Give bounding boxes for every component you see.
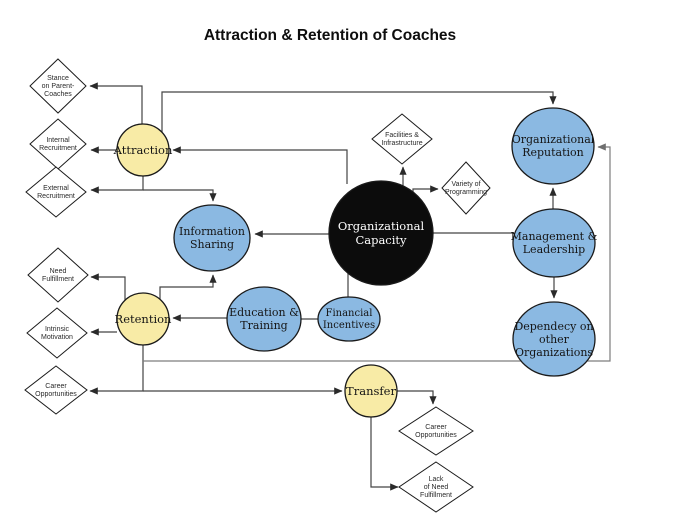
career-opportunities-left-label: Career	[45, 383, 67, 390]
information-sharing-label: Sharing	[190, 238, 234, 251]
page-title: Attraction & Retention of Coaches	[204, 27, 456, 44]
node-external-recruitment: External Recruitment	[25, 166, 87, 218]
career-opportunities-bottom-label: Opportunities	[415, 432, 457, 439]
stance-label: Coaches	[44, 91, 72, 98]
lack-need-diamond	[398, 461, 474, 513]
education-training-label: Training	[240, 319, 287, 332]
edge-retention-to-org-reputation	[143, 143, 611, 362]
organizational-reputation-label: Reputation	[522, 146, 584, 159]
edge-transfer-to-career-opportunities-bottom	[397, 390, 437, 405]
node-financial-incentives: Financial Incentives	[317, 296, 381, 342]
external-recruitment-diamond	[25, 166, 87, 218]
transfer-label: Transfer	[346, 384, 396, 398]
node-career-opportunities-left: Career Opportunities	[24, 365, 88, 415]
node-internal-recruitment: Internal Recruitment	[29, 118, 87, 170]
external-recruitment-label: External	[43, 185, 69, 192]
management-leadership-label: Management &	[511, 230, 598, 243]
edge-attraction-to-information-sharing	[143, 189, 217, 202]
organizational-reputation-circle	[511, 107, 595, 185]
organizational-reputation-label: Organizational	[512, 133, 595, 146]
stance-label: on Parent-	[42, 83, 75, 90]
financial-incentives-label: Incentives	[323, 320, 375, 331]
information-sharing-label: Information	[179, 225, 245, 238]
education-training-label: Education &	[229, 306, 299, 319]
variety-label: Programming	[445, 189, 487, 196]
stance-label: Stance	[47, 75, 69, 82]
lack-need-label: of Need	[424, 484, 449, 491]
facilities-label: Infrastructure	[381, 140, 422, 147]
internal-recruitment-label: Internal	[46, 137, 70, 144]
lack-need-label: Fulfillment	[420, 492, 452, 499]
node-need-fulfillment: Need Fulfillment	[27, 247, 89, 303]
edge-attraction-to-external-recruitment	[90, 176, 144, 194]
management-leadership-label: Leadership	[523, 243, 585, 256]
management-leadership-circle	[512, 208, 596, 278]
node-stance-parent-coaches: Stance on Parent- Coaches	[29, 58, 87, 114]
dependency-circle	[512, 301, 596, 377]
need-fulfillment-label: Fulfillment	[42, 276, 74, 283]
retention-label: Retention	[115, 312, 173, 326]
stance-diamond	[29, 58, 87, 114]
variety-diamond	[441, 161, 491, 215]
facilities-diamond	[371, 113, 433, 165]
intrinsic-motivation-label: Intrinsic	[45, 326, 70, 333]
career-opportunities-left-diamond	[24, 365, 88, 415]
dependency-label: other	[539, 333, 570, 346]
node-organizational-reputation: Organizational Reputation	[511, 107, 595, 185]
node-retention: Retention	[115, 292, 173, 346]
edge-retention-to-need-fulfillment	[90, 273, 126, 300]
edge-retention-to-information-sharing	[159, 274, 217, 299]
edge-org-capacity-to-variety	[412, 185, 439, 194]
node-information-sharing: Information Sharing	[173, 204, 251, 272]
node-management-leadership: Management & Leadership	[511, 208, 598, 278]
dependency-label: Dependecy on	[514, 320, 593, 333]
internal-recruitment-label: Recruitment	[39, 145, 77, 152]
education-training-circle	[226, 286, 302, 352]
edge-transfer-to-lack-need-fulfillment	[370, 417, 399, 491]
retention-circle	[116, 292, 170, 346]
node-intrinsic-motivation: Intrinsic Motivation	[26, 307, 88, 359]
node-transfer: Transfer	[344, 364, 398, 418]
node-facilities-infrastructure: Facilities & Infrastructure	[371, 113, 433, 165]
transfer-circle	[344, 364, 398, 418]
dependency-label: Organizations	[515, 346, 593, 359]
lack-need-label: Lack	[429, 476, 444, 483]
intrinsic-motivation-diamond	[26, 307, 88, 359]
attraction-label: Attraction	[113, 143, 173, 157]
need-fulfillment-label: Need	[50, 268, 67, 275]
internal-recruitment-diamond	[29, 118, 87, 170]
edges	[89, 82, 611, 491]
external-recruitment-label: Recruitment	[37, 193, 75, 200]
intrinsic-motivation-label: Motivation	[41, 334, 73, 341]
edge-attraction-to-org-reputation	[161, 91, 557, 132]
node-education-training: Education & Training	[226, 286, 302, 352]
attraction-circle	[116, 123, 170, 177]
variety-label: Variety of	[451, 181, 480, 188]
organizational-capacity-label: Organizational	[338, 219, 425, 233]
facilities-label: Facilities &	[385, 132, 419, 139]
information-sharing-circle	[173, 204, 251, 272]
financial-incentives-label: Financial	[326, 308, 373, 319]
node-dependency-other-organizations: Dependecy on other Organizations	[512, 301, 596, 377]
node-variety-programming: Variety of Programming	[441, 161, 491, 215]
financial-incentives-circle	[317, 296, 381, 342]
career-opportunities-left-label: Opportunities	[35, 391, 77, 398]
organizational-capacity-circle	[328, 180, 434, 286]
node-organizational-capacity: Organizational Capacity	[328, 180, 434, 286]
career-opportunities-bottom-label: Career	[425, 424, 447, 431]
edge-org-capacity-to-attraction	[172, 146, 348, 184]
organizational-capacity-label: Capacity	[355, 233, 407, 247]
node-lack-need-fulfillment: Lack of Need Fulfillment	[398, 461, 474, 513]
edge-attraction-to-stance	[89, 82, 143, 125]
node-attraction: Attraction	[113, 123, 173, 177]
need-fulfillment-diamond	[27, 247, 89, 303]
edge-retention-to-career-opportunities	[89, 345, 144, 395]
career-opportunities-bottom-diamond	[398, 406, 474, 456]
node-career-opportunities-bottom: Career Opportunities	[398, 406, 474, 456]
